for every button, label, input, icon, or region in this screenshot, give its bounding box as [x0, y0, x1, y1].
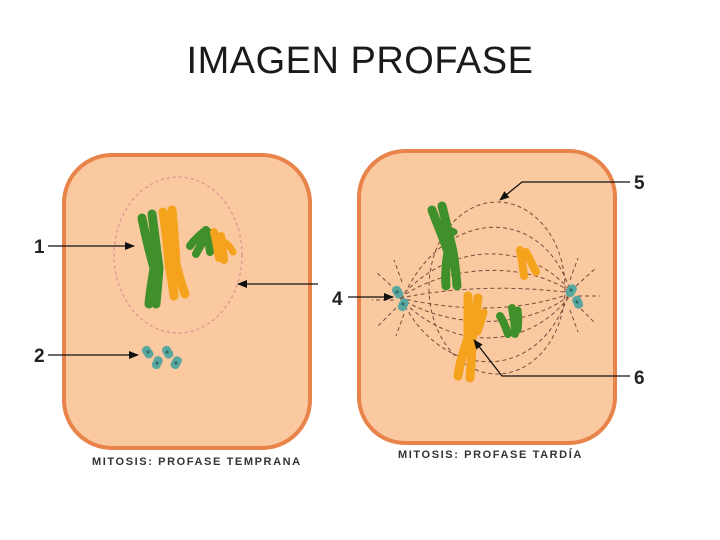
- label-1: 1: [34, 237, 45, 258]
- caption-early-prophase: MITOSIS: PROFASE TEMPRANA: [92, 456, 302, 468]
- cell-late-prophase: MITOSIS: PROFASE TARDÍA: [359, 151, 615, 461]
- label-2: 2: [34, 346, 45, 367]
- cell-membrane: [64, 155, 310, 448]
- label-4: 4: [332, 289, 343, 310]
- cell-early-prophase: MITOSIS: PROFASE TEMPRANA: [64, 155, 310, 468]
- label-5: 5: [634, 173, 645, 194]
- label-6: 6: [634, 368, 645, 389]
- caption-late-prophase: MITOSIS: PROFASE TARDÍA: [398, 448, 583, 461]
